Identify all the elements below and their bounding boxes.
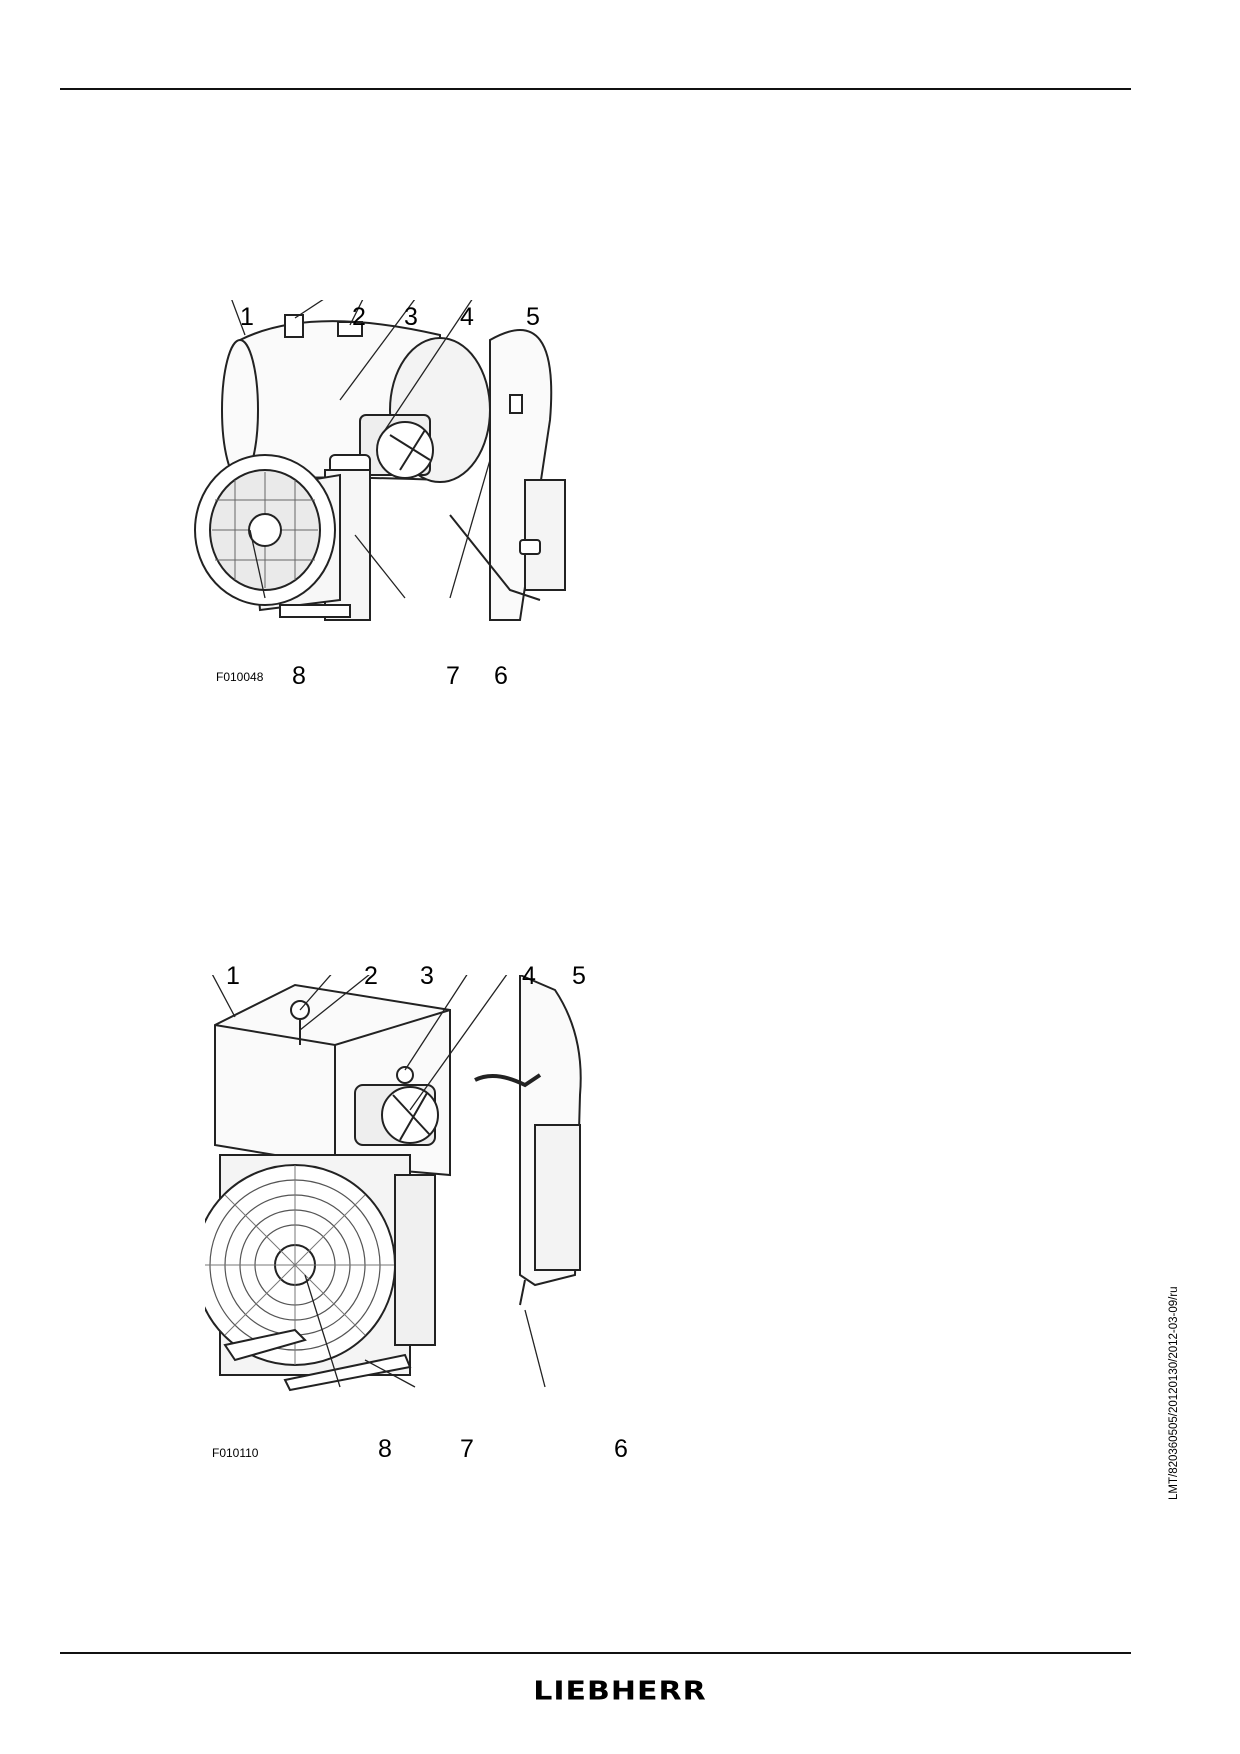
fig1-callout-8: 8 (292, 662, 306, 690)
fig2-callout-7: 7 (460, 1435, 474, 1463)
fig1-callout-2: 2 (352, 303, 366, 331)
figure2-drawing (205, 975, 582, 1392)
fig2-callout-2: 2 (364, 962, 378, 990)
footer-rule (60, 1652, 1131, 1654)
document-reference: LMT/820360505/20120130/2012-03-09/ru (1168, 1286, 1180, 1500)
fig1-callout-4: 4 (460, 303, 474, 331)
fig2-code: F010110 (212, 1446, 259, 1460)
fig1-callout-5: 5 (526, 303, 540, 331)
fig2-callout-1: 1 (226, 962, 240, 990)
brand-logo: LIEBHERR (533, 1676, 707, 1707)
fig2-callout-8: 8 (378, 1435, 392, 1463)
fig1-callout-6: 6 (494, 662, 508, 690)
figure1-drawing (194, 300, 566, 621)
fig2-callout-4: 4 (522, 962, 536, 990)
fig1-callout-3: 3 (404, 303, 418, 331)
fig1-callout-1: 1 (240, 303, 254, 331)
fig2-callout-6: 6 (614, 1435, 628, 1463)
fig2-callout-3: 3 (420, 962, 434, 990)
figure-cylindrical-tank-cooler (190, 300, 650, 640)
fig1-code: F010048 (216, 670, 264, 684)
fig2-callout-5: 5 (572, 962, 586, 990)
fig1-callout-7: 7 (446, 662, 460, 690)
figure-box-tank-cooler (205, 975, 665, 1445)
header-rule (60, 88, 1131, 90)
